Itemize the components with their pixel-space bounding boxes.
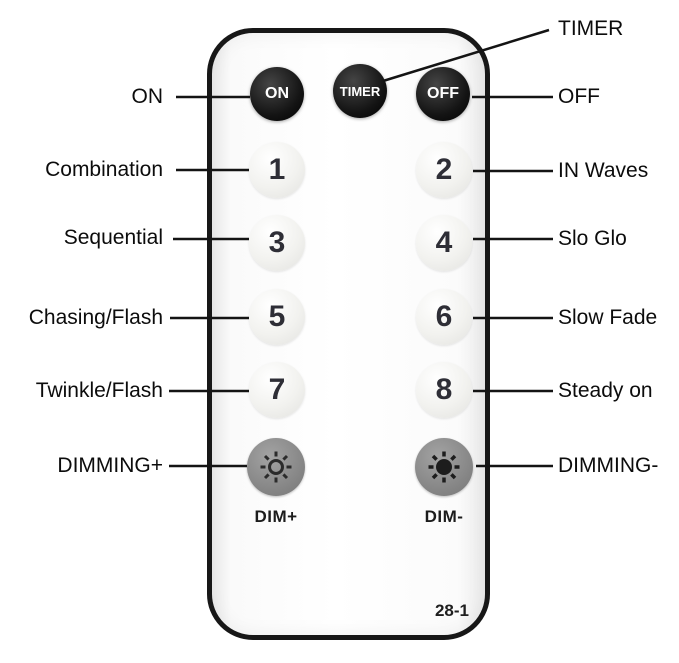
callout-steady-on: Steady on [558,379,653,402]
button-4[interactable]: 4 [416,215,472,271]
callout-dimming-plus: DIMMING+ [57,454,163,477]
dim-minus-button[interactable] [415,438,473,496]
off-button[interactable]: OFF [416,67,470,121]
callout-chasing-flash: Chasing/Flash [28,306,163,329]
dim-plus-button[interactable] [247,438,305,496]
button-3[interactable]: 3 [249,215,305,271]
button-8[interactable]: 8 [416,362,472,418]
callout-timer: TIMER [558,17,624,40]
model-number: 28-1 [434,601,469,620]
callout-slow-fade: Slow Fade [558,306,658,329]
callout-on: ON [131,85,164,108]
button-7[interactable]: 7 [249,362,305,418]
dim-plus-label: DIM+ [254,507,298,526]
callout-combination: Combination [45,158,163,181]
button-2[interactable]: 2 [416,142,472,198]
timer-button[interactable]: TIMER [333,64,387,118]
callout-sequential: Sequential [63,226,163,249]
callout-dimming-minus: DIMMING- [558,454,659,477]
callout-in-waves: IN Waves [558,159,649,182]
callout-off: OFF [558,85,600,108]
callout-slo-glo: Slo Glo [558,227,627,250]
callout-twinkle-flash: Twinkle/Flash [35,379,163,402]
sun-filled-icon [428,451,460,483]
sun-outline-icon [260,451,292,483]
dim-minus-label: DIM- [424,507,464,526]
remote-body: ON TIMER OFF 1 2 3 4 5 6 7 8 [207,28,490,640]
button-6[interactable]: 6 [416,289,472,345]
on-button[interactable]: ON [250,67,304,121]
button-1[interactable]: 1 [249,142,305,198]
button-5[interactable]: 5 [249,289,305,345]
